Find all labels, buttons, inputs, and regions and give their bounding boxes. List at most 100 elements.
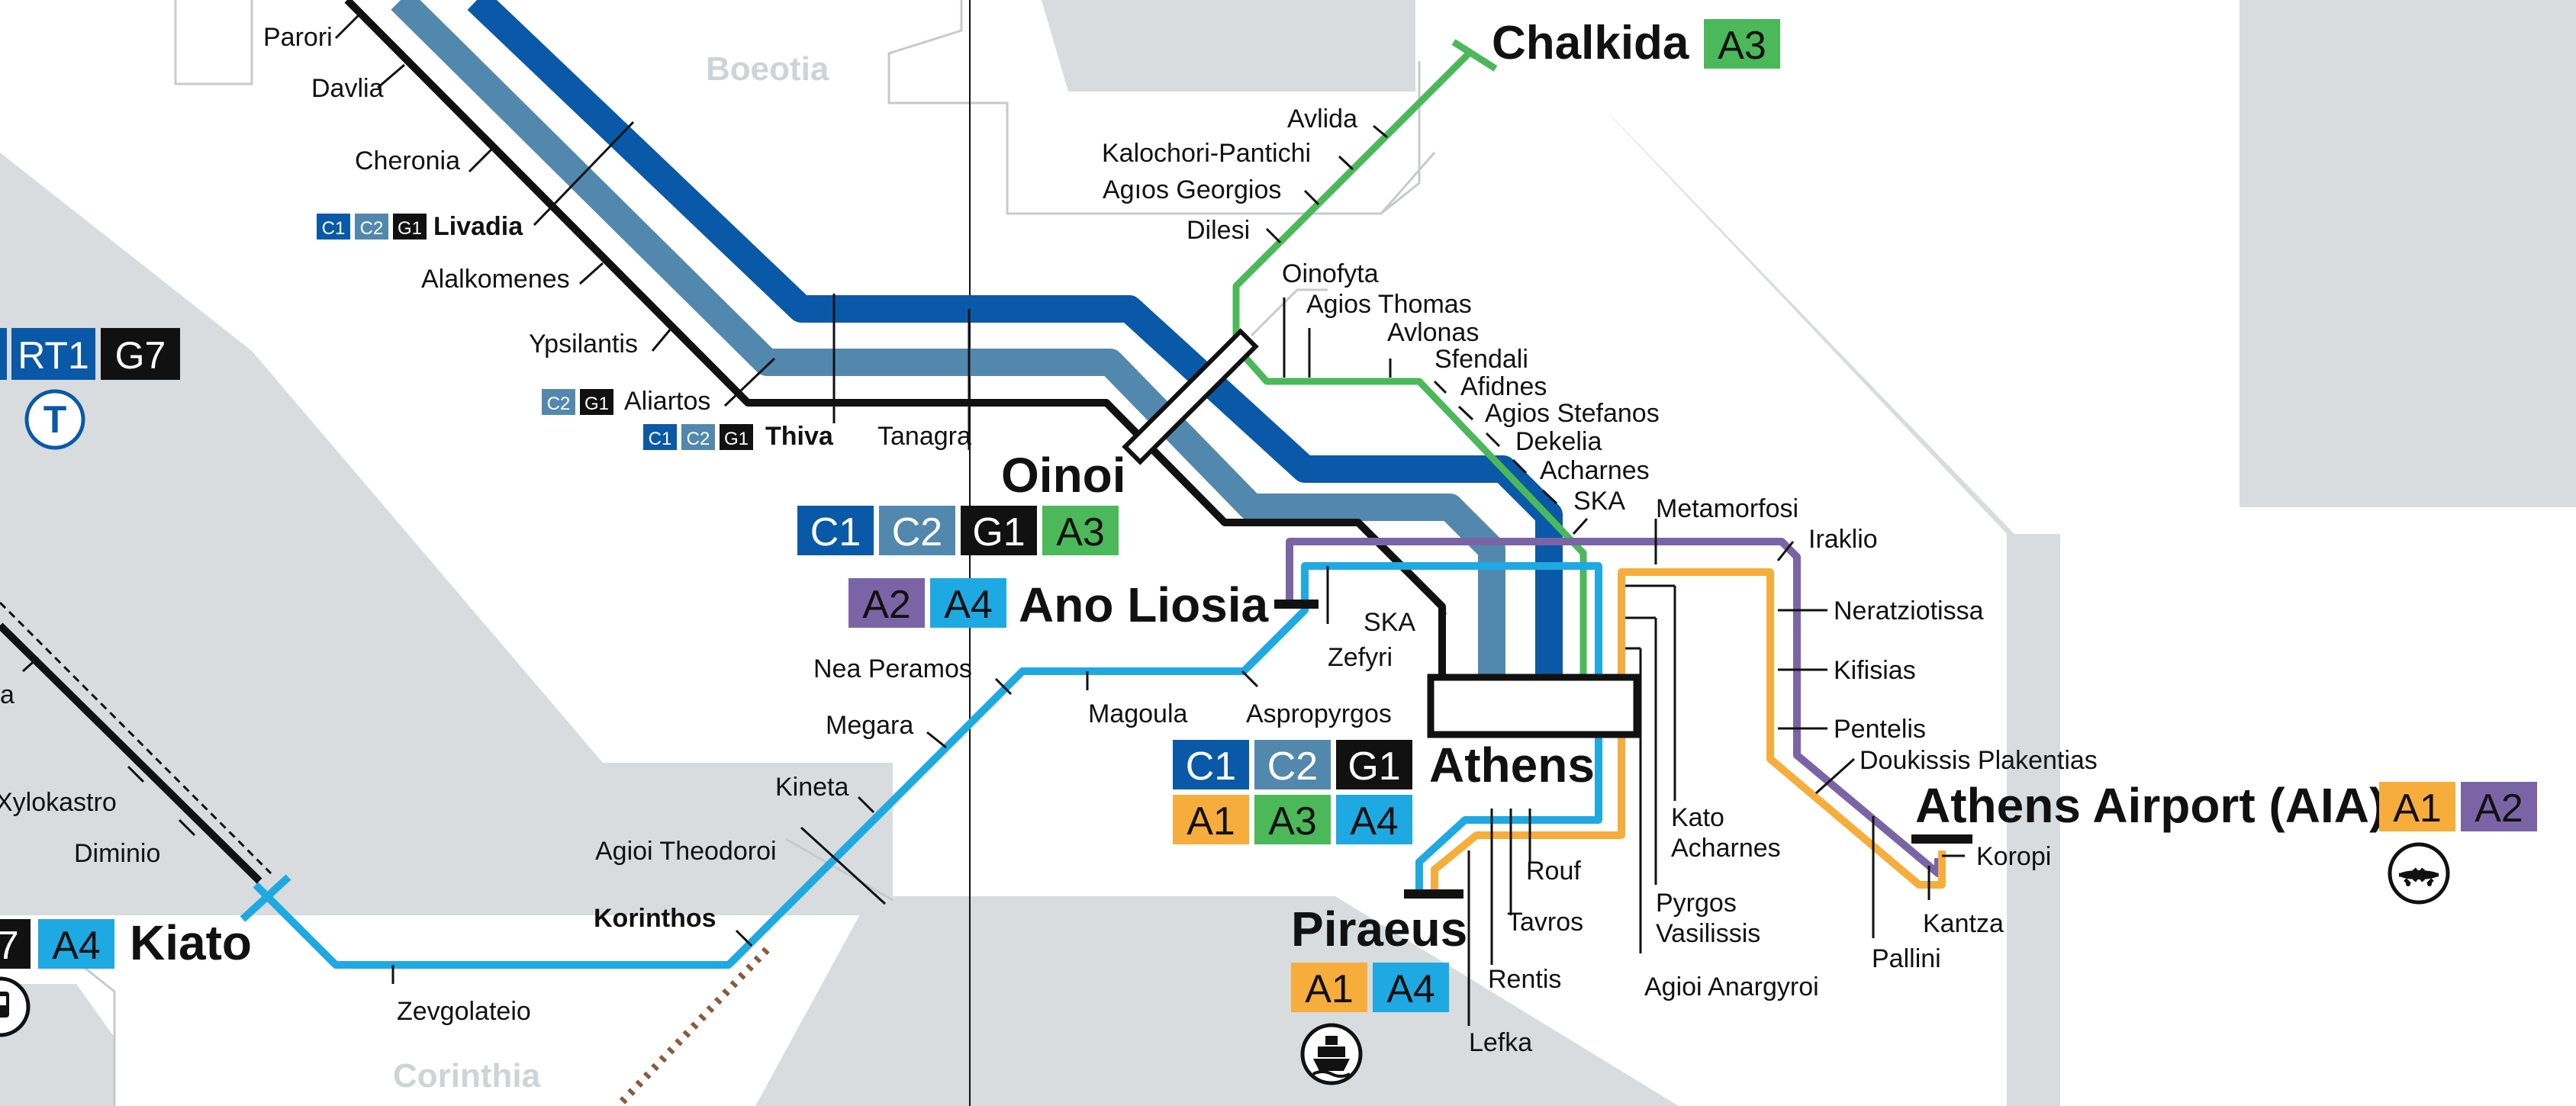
line-a1[interactable] xyxy=(1431,568,1946,892)
station-kato-acharnes-line2[interactable]: Acharnes xyxy=(1671,834,1781,863)
station-korinthos[interactable]: Korinthos xyxy=(594,904,716,933)
station-megara[interactable]: Megara xyxy=(826,711,913,740)
tick-nea-peramos xyxy=(994,677,1013,696)
station-nea-peramos[interactable]: Nea Peramos xyxy=(813,654,972,683)
station-partial-a[interactable]: a xyxy=(0,680,14,709)
line-c2[interactable] xyxy=(391,0,1505,679)
road-4 xyxy=(1250,288,1328,337)
svg-text:C2: C2 xyxy=(892,510,942,555)
svg-text:G1: G1 xyxy=(1348,744,1400,789)
tick-cheronia xyxy=(468,147,494,173)
station-kantza[interactable]: Kantza xyxy=(1923,909,2004,938)
road-outlines xyxy=(76,0,1436,1106)
station-lefka[interactable]: Lefka xyxy=(1469,1028,1532,1057)
svg-text:A1: A1 xyxy=(2393,786,2442,831)
svg-text:C1: C1 xyxy=(810,510,861,555)
station-oinofyta[interactable]: Oinofyta xyxy=(1282,259,1379,288)
road-5 xyxy=(76,960,116,1106)
line-kiato-g1[interactable] xyxy=(0,622,262,884)
station-alalkomenes[interactable]: Alalkomenes xyxy=(421,265,570,294)
station-ska-upper[interactable]: SKA xyxy=(1573,487,1625,516)
tick-dekelia xyxy=(1512,458,1528,474)
tick-megara xyxy=(926,731,947,749)
tick-aspropyrgos xyxy=(1241,670,1259,688)
svg-text:A4: A4 xyxy=(1386,967,1435,1011)
tick-livadia xyxy=(533,121,635,227)
station-agioi-theodoroi[interactable]: Agioi Theodoroi xyxy=(595,837,777,866)
svg-text:C1: C1 xyxy=(1186,744,1236,789)
station-iraklio[interactable]: Iraklio xyxy=(1808,525,1878,554)
station-athens[interactable]: Athens xyxy=(1429,738,1595,793)
svg-text:A3: A3 xyxy=(1718,24,1766,68)
road-6 xyxy=(785,838,894,902)
athens-station-box[interactable] xyxy=(1427,674,1641,738)
station-kifisias[interactable]: Kifisias xyxy=(1834,656,1916,685)
station-ska-lower[interactable]: SKA xyxy=(1364,608,1415,637)
station-magoula[interactable]: Magoula xyxy=(1088,699,1188,728)
station-piraeus[interactable]: Piraeus xyxy=(1291,902,1467,956)
station-cheronia[interactable]: Cheronia xyxy=(355,146,460,175)
svg-text:G1: G1 xyxy=(398,218,422,239)
station-avlida[interactable]: Avlida xyxy=(1287,104,1357,133)
line-g1[interactable] xyxy=(344,0,1446,679)
line-a3[interactable] xyxy=(1232,50,1587,679)
station-acharnes[interactable]: Acharnes xyxy=(1540,456,1650,485)
line-a4-piraeus[interactable] xyxy=(1415,732,1602,892)
station-dekelia[interactable]: Dekelia xyxy=(1515,427,1602,456)
station-dilesi[interactable]: Dilesi xyxy=(1187,216,1250,245)
station-doukissis[interactable]: Doukissis Plakentias xyxy=(1860,746,2098,775)
station-afidnes[interactable]: Afidnes xyxy=(1460,372,1547,401)
station-tavros[interactable]: Tavros xyxy=(1507,908,1583,937)
station-agios-stefanos[interactable]: Agios Stefanos xyxy=(1485,399,1660,428)
station-koropi[interactable]: Koropi xyxy=(1976,842,2051,871)
station-tanagra[interactable]: Tanagra xyxy=(877,422,971,451)
station-diminio[interactable]: Diminio xyxy=(74,839,160,868)
station-rentis[interactable]: Rentis xyxy=(1488,965,1561,994)
station-kalochori[interactable]: Kalochori-Pantichi xyxy=(1102,139,1311,168)
station-ano-liosia[interactable]: Ano Liosia xyxy=(1019,577,1269,632)
station-ticks xyxy=(21,14,1965,1026)
station-zevgolateio[interactable]: Zevgolateio xyxy=(397,997,531,1026)
station-xylokastro[interactable]: Xylokastro xyxy=(0,788,117,817)
station-kineta[interactable]: Kineta xyxy=(775,773,848,802)
tick-agioi-theodoroi xyxy=(800,826,887,905)
station-parori[interactable]: Parori xyxy=(263,23,333,52)
badges-chalkida: A3 xyxy=(1704,19,1780,69)
road-2 xyxy=(887,0,1436,215)
station-sfendali[interactable]: Sfendali xyxy=(1435,345,1528,374)
tick-korinthos xyxy=(735,929,753,947)
station-kiato[interactable]: Kiato xyxy=(130,915,252,970)
oinoi-interchange[interactable] xyxy=(1122,328,1259,465)
station-ypsilantis[interactable]: Ypsilantis xyxy=(529,330,638,358)
station-metamorfosi[interactable]: Metamorfosi xyxy=(1656,494,1798,523)
svg-text:A2: A2 xyxy=(2475,786,2523,831)
svg-text:A1: A1 xyxy=(1305,967,1354,1011)
station-athens-airport[interactable]: Athens Airport (AIA) xyxy=(1915,778,2385,833)
station-agios-georgios[interactable]: Agıos Georgios xyxy=(1103,175,1281,204)
station-agios-thomas[interactable]: Agios Thomas xyxy=(1306,290,1472,319)
station-pentelis[interactable]: Pentelis xyxy=(1834,715,1926,744)
station-livadia[interactable]: Livadia xyxy=(433,212,523,241)
station-pyrgos-line2[interactable]: Vasilissis xyxy=(1656,919,1760,948)
station-aliartos[interactable]: Aliartos xyxy=(624,387,710,416)
kiato-terminus[interactable] xyxy=(240,874,291,922)
station-aspropyrgos[interactable]: Aspropyrgos xyxy=(1246,699,1392,728)
station-davlia[interactable]: Davlia xyxy=(311,74,384,103)
station-pallini[interactable]: Pallini xyxy=(1872,944,1941,973)
station-agioi-anargyroi[interactable]: Agioi Anargyroi xyxy=(1644,973,1819,1002)
svg-text:RT1: RT1 xyxy=(18,334,89,377)
station-chalkida[interactable]: Chalkida xyxy=(1492,17,1689,69)
chalkida-terminus[interactable] xyxy=(1451,39,1498,72)
svg-text:G1: G1 xyxy=(972,510,1025,555)
station-zefyri[interactable]: Zefyri xyxy=(1328,643,1393,672)
station-oinoi[interactable]: Oinoi xyxy=(1001,448,1126,503)
station-thiva[interactable]: Thiva xyxy=(765,422,834,451)
station-neratziotissa[interactable]: Neratziotissa xyxy=(1834,596,1984,625)
badges-livadia: C1 C2 G1 xyxy=(317,214,427,240)
station-avlonas[interactable]: Avlonas xyxy=(1387,318,1479,347)
station-rouf[interactable]: Rouf xyxy=(1526,857,1581,886)
ship-icon xyxy=(1300,1023,1363,1085)
tick-agios-georgios xyxy=(1303,189,1320,206)
station-pyrgos-line1[interactable]: Pyrgos xyxy=(1656,889,1737,918)
station-kato-acharnes-line1[interactable]: Kato xyxy=(1671,803,1724,832)
